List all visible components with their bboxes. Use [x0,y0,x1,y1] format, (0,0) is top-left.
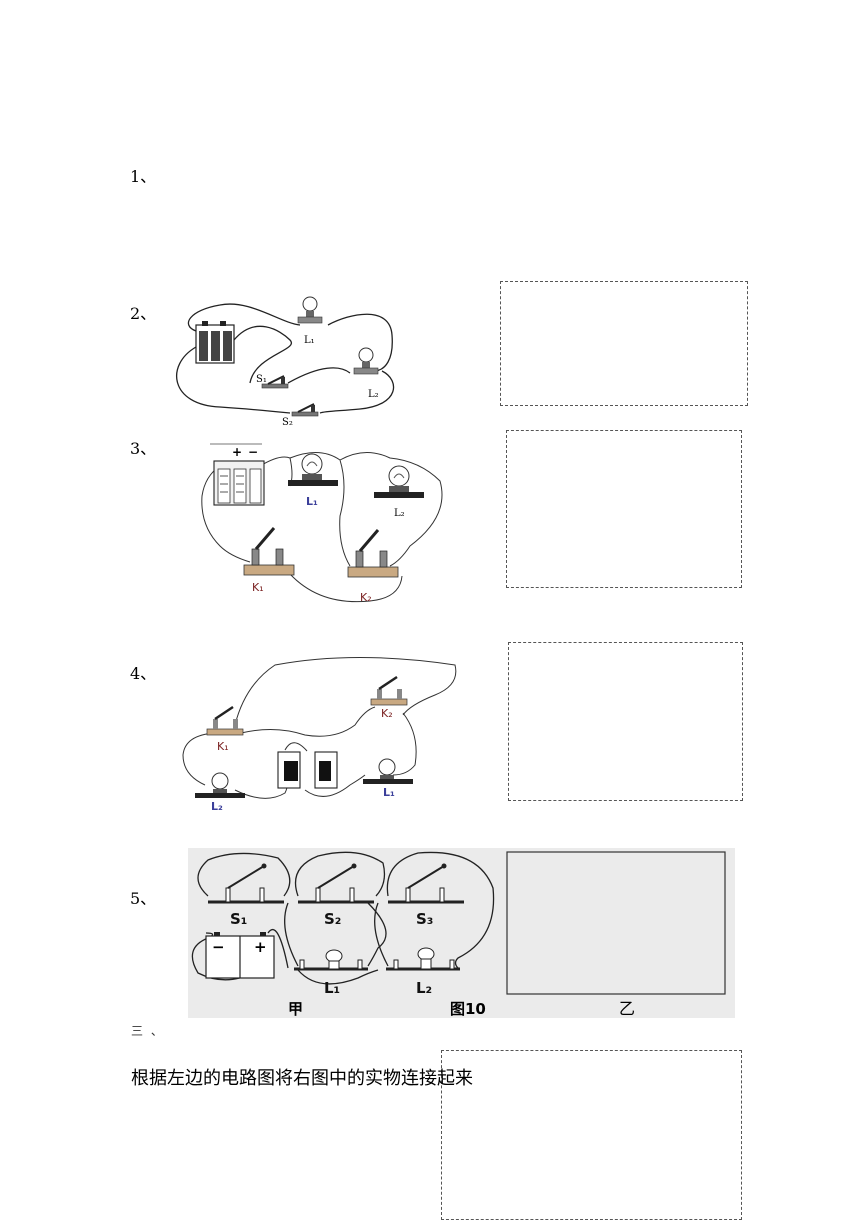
answer-box-3[interactable] [506,430,742,588]
caption-yi: 乙 [619,999,635,1018]
label-L2: L₂ [368,389,379,400]
label-K2: K₂ [360,591,372,604]
battery-icon [195,321,235,364]
battery-icon [277,751,301,789]
battery-plus-label: + [254,938,267,956]
circuit-diagram-5: S₁ S₂ S₃ − + L₁ L₂ [191,851,726,1018]
label-L1: L₁ [324,979,340,997]
question-number-2: 2、 [130,304,157,323]
bulb-icon [297,296,323,324]
label-L2: L₂ [416,979,432,997]
bulb-icon [294,949,368,971]
label-L2: L₂ [211,800,223,813]
label-L1: L₁ [304,335,315,346]
label-L2: L₂ [394,508,405,519]
bulb-icon [353,347,379,375]
battery-icon [314,751,338,789]
battery-minus-label: − [212,938,225,956]
switch-icon [388,863,464,904]
section-heading: 三 、 [131,1024,165,1038]
section-instruction: 根据左边的电路图将右图中的实物连接起来 [131,1068,473,1089]
bulb-icon [288,453,338,486]
label-S1: S₁ [256,374,267,385]
battery-minus-label: − [248,445,258,459]
switch-icon [347,529,399,578]
label-K2: K₂ [381,707,393,720]
bulb-icon [363,758,413,784]
bulb-icon [374,465,424,498]
answer-box-2[interactable] [500,281,748,406]
wire [287,367,351,384]
battery-icon [205,932,275,979]
label-L1: L₁ [383,786,395,799]
answer-box-4[interactable] [508,642,743,801]
wire [327,313,393,372]
question-number-5: 5、 [130,889,157,908]
bulb-icon [195,772,245,798]
label-S2: S₂ [282,417,293,428]
bulb-icon [386,947,460,971]
circuit-diagram-3: + − L₁ L₂ K₁ K₂ [201,443,443,604]
wire [187,303,301,332]
switch-icon [370,675,408,706]
question-number-3: 3、 [130,439,157,458]
label-K1: K₁ [252,581,264,594]
label-L1: L₁ [306,495,318,508]
switch-icon [206,705,244,736]
caption-figure-10: 图10 [450,1000,486,1018]
wire [233,325,293,384]
switch-icon [291,403,319,417]
battery-plus-label: + [232,445,242,459]
circuit-diagram-4: K₁ K₂ L₂ L₁ [182,657,457,813]
question-number-4: 4、 [130,664,157,683]
switch-icon [261,375,289,389]
battery-icon [213,460,265,506]
label-S3: S₃ [416,910,433,928]
caption-jia: 甲 [288,1000,303,1018]
switch-icon [208,863,284,904]
switch-icon [243,527,295,576]
answer-box-section3[interactable] [441,1050,742,1220]
label-S1: S₁ [230,910,247,928]
switch-icon [298,863,374,904]
wire [319,370,395,414]
question-number-1: 1、 [130,167,157,186]
label-S2: S₂ [324,910,341,928]
circuit-diagram-2: L₁ L₂ S₁ S₂ [176,296,395,428]
wire [176,346,291,414]
label-K1: K₁ [217,740,229,753]
figure-yi-box [506,851,726,995]
